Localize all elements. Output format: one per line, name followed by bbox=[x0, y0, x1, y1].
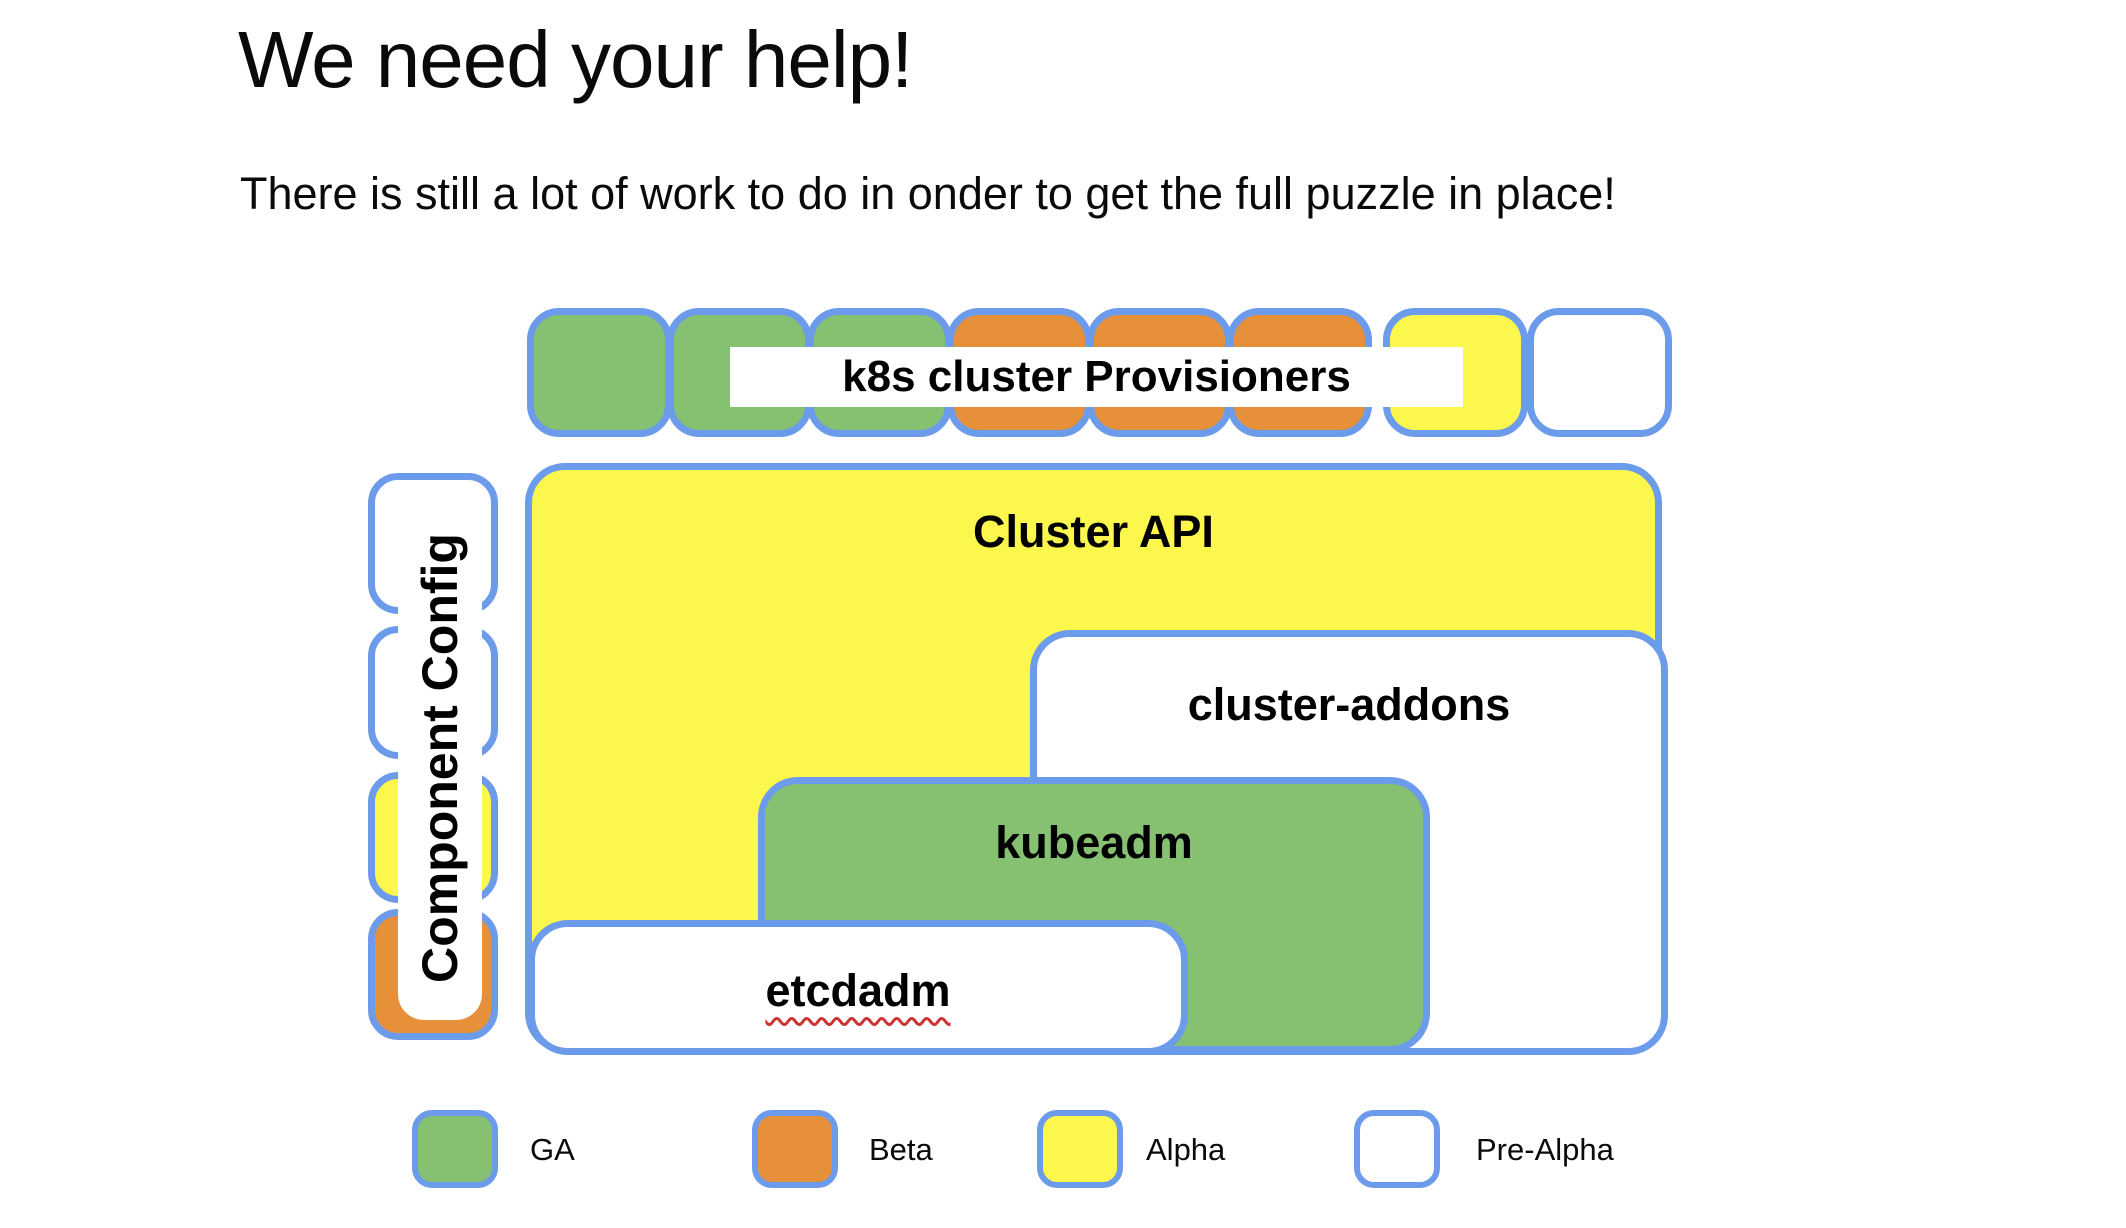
cluster-addons-label: cluster-addons bbox=[1187, 679, 1511, 730]
cluster-api-label: Cluster API bbox=[973, 506, 1214, 557]
etcdadm-label: etcdadm bbox=[765, 965, 951, 1016]
legend-swatch-ga bbox=[412, 1110, 498, 1188]
provisioners-label: k8s cluster Provisioners bbox=[730, 347, 1463, 407]
provisioner-piece bbox=[527, 308, 672, 437]
kubeadm-label: kubeadm bbox=[995, 817, 1193, 868]
legend-label-beta: Beta bbox=[869, 1132, 933, 1167]
slide-title: We need your help! bbox=[238, 15, 913, 104]
component-config-label: Component Config bbox=[398, 495, 482, 1020]
legend-swatch-pre-alpha bbox=[1354, 1110, 1440, 1188]
legend-swatch-beta bbox=[752, 1110, 838, 1188]
legend-label-pre-alpha: Pre-Alpha bbox=[1476, 1132, 1614, 1167]
slide-subtitle: There is still a lot of work to do in on… bbox=[240, 168, 1616, 219]
legend-label-alpha: Alpha bbox=[1146, 1132, 1226, 1167]
legend-label-ga: GA bbox=[530, 1132, 575, 1167]
etcdadm-box: etcdadm bbox=[528, 920, 1188, 1055]
provisioner-piece bbox=[1527, 308, 1672, 437]
legend-swatch-alpha bbox=[1037, 1110, 1123, 1188]
